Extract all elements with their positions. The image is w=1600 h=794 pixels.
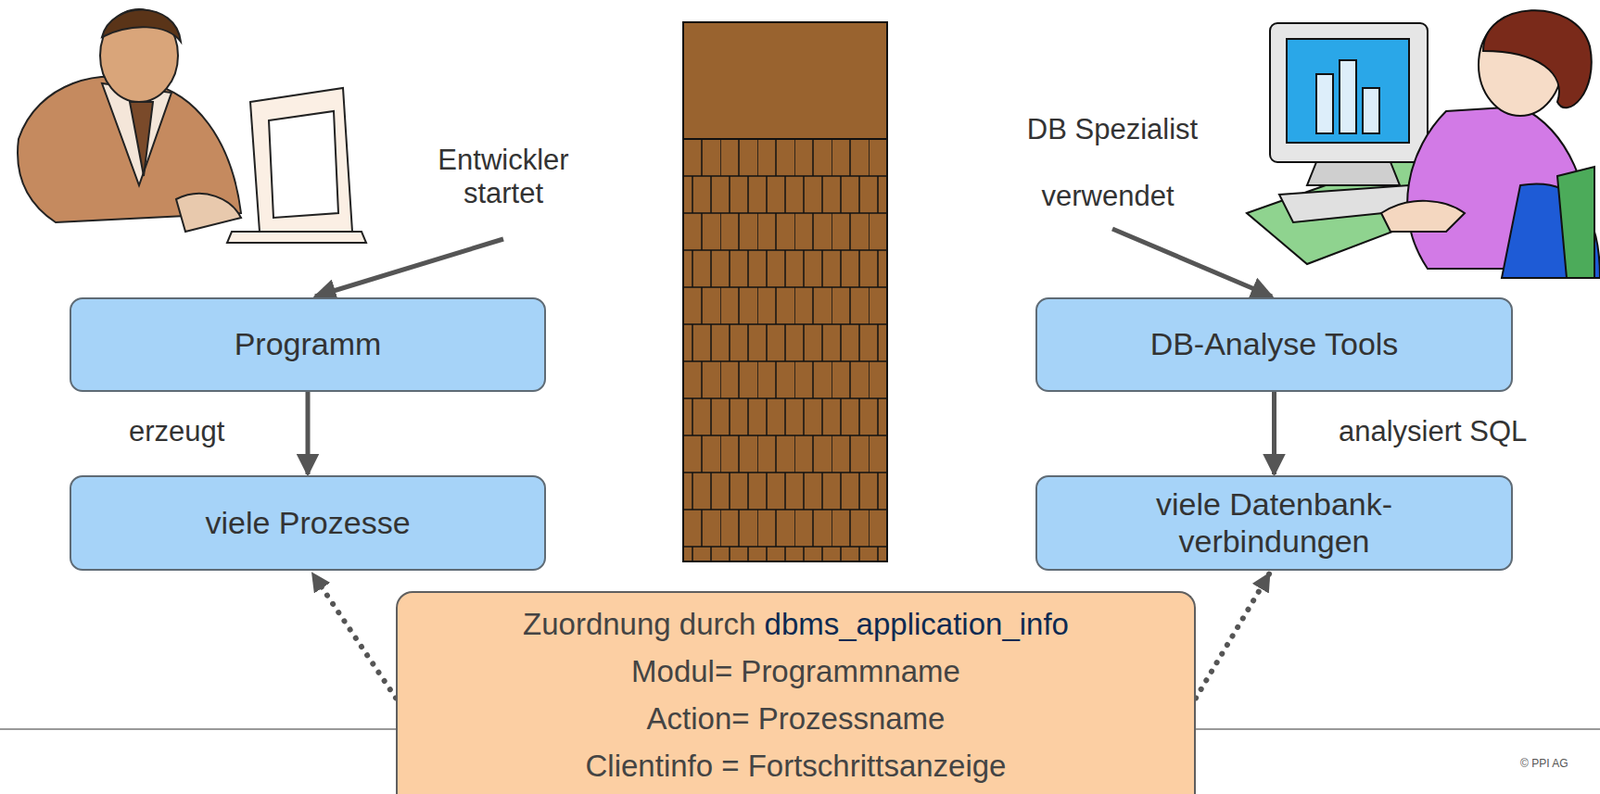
- text-line: Action= Prozessname: [647, 695, 946, 743]
- leader-arrow: [315, 239, 504, 297]
- dotted-arrow: [1195, 573, 1270, 699]
- flow-arrow: [305, 392, 311, 475]
- text-label: © PPI AG: [1520, 758, 1569, 772]
- text-label: DB Spezialist: [1027, 113, 1198, 147]
- text-line: Clientinfo = Fortschrittsanzeige: [585, 742, 1007, 790]
- info-box: Zuordnung durch dbms_application_infoMod…: [395, 591, 1196, 794]
- node-text: Action= Prozessname: [647, 701, 946, 737]
- node-text: dbms_application_info: [764, 607, 1069, 642]
- leader-arrow: [1112, 228, 1272, 297]
- tool-box: DB-Analyse Tools: [1035, 297, 1513, 393]
- node-text: Clientinfo = Fortschrittsanzeige: [585, 749, 1007, 784]
- node-text: Programm: [234, 326, 382, 362]
- text-label: verwendet: [1041, 179, 1174, 214]
- text-label: Entwickler startet: [433, 143, 573, 210]
- text-line: Zuordnung durch dbms_application_info: [522, 600, 1069, 648]
- developer-figure: [17, 9, 367, 243]
- text-line: DB-Analyse Tools: [1150, 326, 1399, 363]
- program-box: Programm: [69, 297, 547, 393]
- node-text: Zuordnung durch: [522, 607, 756, 642]
- wall: [683, 22, 888, 562]
- process-box: viele Prozesse: [69, 475, 547, 572]
- dotted-arrow: [312, 573, 396, 699]
- text-line: viele Prozesse: [204, 505, 410, 542]
- text-line: Programm: [234, 326, 382, 363]
- node-text: DB-Analyse Tools: [1150, 326, 1399, 362]
- node-text: viele Datenbank-verbindungen: [1126, 486, 1423, 559]
- node-text: Modul= Programmname: [631, 654, 961, 689]
- flow-arrow: [1271, 392, 1277, 475]
- connection-box: viele Datenbank-verbindungen: [1035, 475, 1513, 572]
- edge-label: analysiert SQL: [1334, 415, 1531, 449]
- edge-label: erzeugt: [125, 415, 229, 449]
- text-line: Modul= Programmname: [631, 647, 961, 696]
- node-text: viele Prozesse: [204, 505, 410, 541]
- text-line: viele Datenbank-verbindungen: [1126, 486, 1423, 559]
- db-specialist-figure: [1246, 10, 1600, 279]
